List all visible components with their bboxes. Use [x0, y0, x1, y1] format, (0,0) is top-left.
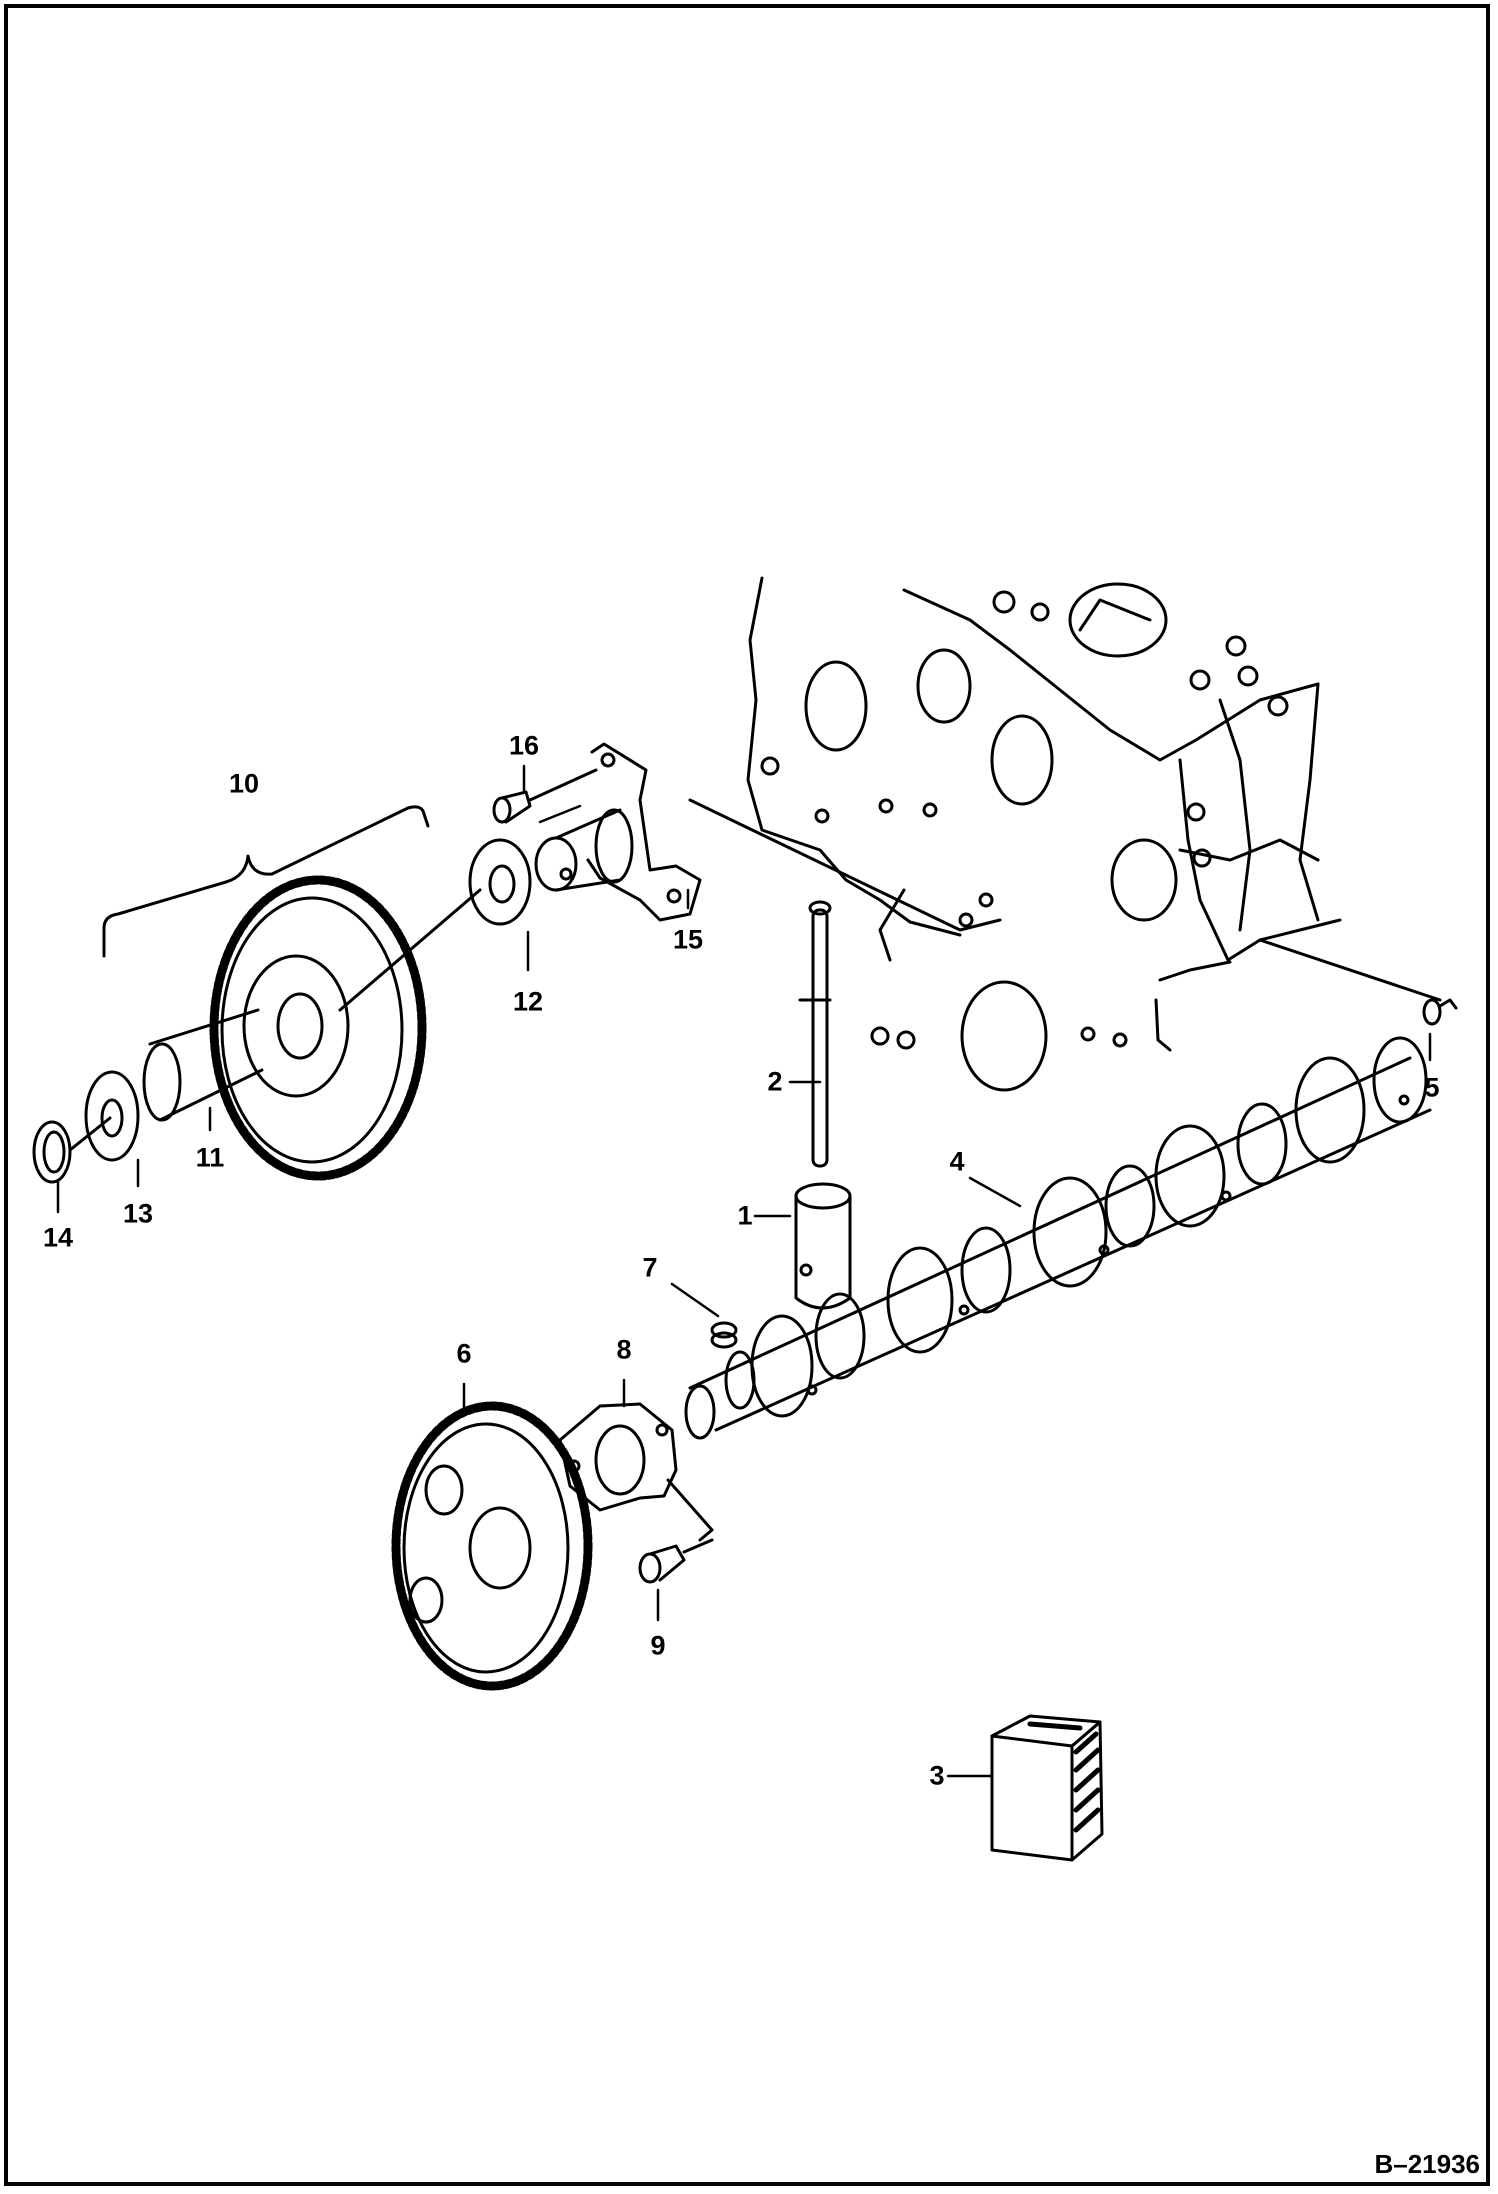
- callout-1: 1: [737, 1200, 753, 1231]
- callout-16: 16: [508, 730, 540, 761]
- callout-13: 13: [122, 1198, 154, 1229]
- thrust-washer-12: [468, 838, 532, 926]
- callout-9: 9: [650, 1630, 666, 1661]
- washer-13: [84, 1070, 140, 1162]
- parts-box: [990, 1714, 1104, 1862]
- callout-14: 14: [42, 1222, 74, 1253]
- callout-3: 3: [929, 1760, 945, 1791]
- snap-ring-14: [32, 1120, 72, 1184]
- figure-reference: B–21936: [1374, 2149, 1480, 2179]
- snap-ring-axis: [68, 1116, 112, 1152]
- plate-leader-line: [666, 1478, 714, 1542]
- callout-6: 6: [456, 1338, 472, 1369]
- bolt-9: [638, 1538, 714, 1584]
- plug-5: [1422, 998, 1458, 1026]
- callout-8: 8: [616, 1334, 632, 1365]
- engine-block: [746, 576, 1342, 1092]
- key-7: [710, 1321, 738, 1349]
- camshaft: [684, 1036, 1432, 1440]
- diagram-frame: [4, 4, 1490, 2186]
- callout-11: 11: [195, 1142, 225, 1173]
- callout-4: 4: [949, 1146, 965, 1177]
- callout-12: 12: [512, 986, 544, 1017]
- cam-gear: [391, 1401, 593, 1691]
- callout-7: 7: [642, 1252, 658, 1283]
- shaft-leader-line: [688, 798, 1002, 932]
- bracket-10: [102, 805, 430, 958]
- callout-10: 10: [228, 768, 260, 799]
- tappet: [794, 1182, 852, 1310]
- callout-2: 2: [767, 1066, 783, 1097]
- idler-shaft: [534, 742, 702, 922]
- callout-5: 5: [1424, 1072, 1440, 1103]
- callout-leaders: [56, 764, 1432, 1778]
- push-rod: [808, 900, 832, 1168]
- idler-gear: [142, 875, 427, 1181]
- bolt-16: [492, 768, 598, 824]
- plug-leader-line: [1258, 938, 1442, 1002]
- callout-15: 15: [672, 924, 704, 955]
